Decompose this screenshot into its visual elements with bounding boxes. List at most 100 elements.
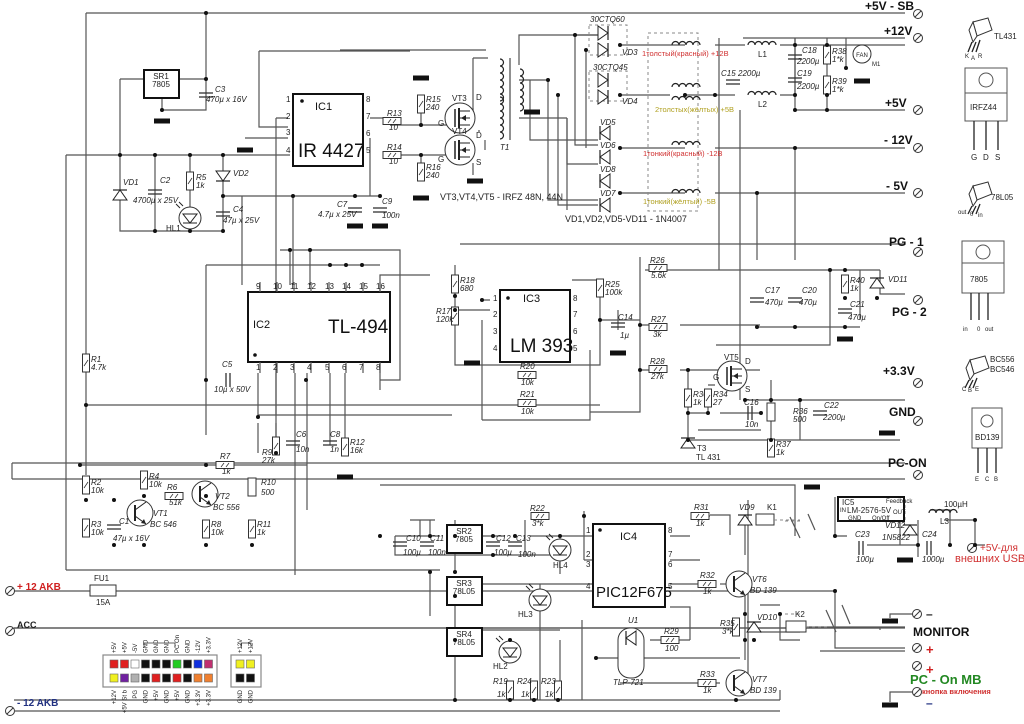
svg-text:–: – xyxy=(926,696,933,710)
svg-text:R6: R6 xyxy=(167,483,178,492)
svg-text:C18: C18 xyxy=(802,46,817,55)
svg-text:VT3,VT4,VT5 - IRFZ 48N, 44N: VT3,VT4,VT5 - IRFZ 48N, 44N xyxy=(440,192,563,202)
junction-dot xyxy=(188,153,192,157)
svg-text:IC3: IC3 xyxy=(523,293,540,305)
svg-text:470µ x 16V: 470µ x 16V xyxy=(206,95,247,104)
svg-text:10: 10 xyxy=(389,123,398,132)
svg-text:10n: 10n xyxy=(296,445,310,454)
svg-text:100n: 100n xyxy=(382,211,400,220)
junction-dot xyxy=(84,498,88,502)
svg-text:L2: L2 xyxy=(758,100,767,109)
svg-text:VD1: VD1 xyxy=(123,178,139,187)
svg-text:100µ: 100µ xyxy=(403,548,421,557)
svg-text:6: 6 xyxy=(366,129,371,138)
svg-text:out: out xyxy=(958,210,967,216)
svg-text:VD10: VD10 xyxy=(757,613,778,622)
svg-text:R15: R15 xyxy=(426,95,441,104)
svg-text:R19: R19 xyxy=(493,677,508,686)
svg-text:7: 7 xyxy=(366,112,371,121)
svg-text:1k: 1k xyxy=(850,284,859,293)
atx-pin xyxy=(246,673,255,683)
svg-text:7: 7 xyxy=(573,310,578,319)
svg-text:4700µ x 25V: 4700µ x 25V xyxy=(133,196,179,205)
svg-text:U1: U1 xyxy=(628,616,638,625)
svg-text:R40: R40 xyxy=(850,276,865,285)
svg-text:4.7k: 4.7k xyxy=(91,363,107,372)
junction-dot xyxy=(204,378,208,382)
svg-text:C13: C13 xyxy=(516,534,531,543)
svg-text:R10: R10 xyxy=(261,478,276,487)
svg-text:IC1: IC1 xyxy=(315,101,332,113)
svg-text:VD5: VD5 xyxy=(600,118,616,127)
junction-dot xyxy=(221,153,225,157)
svg-text:G: G xyxy=(713,373,719,382)
junction-dot xyxy=(843,325,847,329)
svg-text:IC4: IC4 xyxy=(620,531,637,543)
atx-pin xyxy=(162,673,171,683)
svg-text:+12V: +12V xyxy=(884,24,912,38)
svg-text:2200µ: 2200µ xyxy=(796,57,820,66)
svg-text:1: 1 xyxy=(493,294,498,303)
junction-dot xyxy=(328,263,332,267)
junction-dot xyxy=(453,570,457,574)
junction-dot xyxy=(221,194,225,198)
svg-text:VT2: VT2 xyxy=(215,492,230,501)
svg-text:8: 8 xyxy=(366,95,371,104)
svg-text:VD12: VD12 xyxy=(885,521,906,530)
junction-dot xyxy=(378,194,382,198)
junction-dot xyxy=(584,48,588,52)
ic4-pic12f675: IC4 PIC12F675 1 2 3 4 8 7 6 5 xyxy=(586,523,673,608)
junction-dot xyxy=(843,268,847,272)
junction-dot xyxy=(508,638,512,642)
svg-text:VD3: VD3 xyxy=(622,48,638,57)
svg-text:1k: 1k xyxy=(696,519,705,528)
svg-text:51k: 51k xyxy=(169,498,183,507)
svg-text:R35: R35 xyxy=(720,619,735,628)
junction-dot xyxy=(598,318,602,322)
svg-text:5: 5 xyxy=(668,582,673,591)
junction-dot xyxy=(843,296,847,300)
svg-text:L1: L1 xyxy=(758,50,767,59)
junction-dot xyxy=(798,398,802,402)
junction-dot xyxy=(828,268,832,272)
svg-text:C3: C3 xyxy=(215,85,226,94)
svg-text:C23: C23 xyxy=(855,530,870,539)
svg-text:PG - 1: PG - 1 xyxy=(889,235,924,249)
ic2-pin-label: 16 xyxy=(376,282,385,291)
svg-text:VT1: VT1 xyxy=(153,509,168,518)
svg-text:500: 500 xyxy=(261,488,275,497)
svg-text:–: – xyxy=(926,607,933,621)
atx-pin xyxy=(151,659,161,669)
svg-text:VD11: VD11 xyxy=(888,275,907,284)
atx-pin xyxy=(183,673,192,683)
svg-text:ACC: ACC xyxy=(17,620,37,630)
svg-text:78L05: 78L05 xyxy=(991,193,1014,202)
svg-text:PC-ON: PC-ON xyxy=(888,456,927,470)
svg-text:120k: 120k xyxy=(436,315,454,324)
junction-dot xyxy=(793,108,797,112)
svg-text:HL4: HL4 xyxy=(553,561,568,570)
svg-text:27k: 27k xyxy=(261,456,276,465)
junction-dot xyxy=(188,229,192,233)
junction-dot xyxy=(916,543,920,547)
svg-text:5.6k: 5.6k xyxy=(651,271,667,280)
svg-text:R21: R21 xyxy=(520,390,535,399)
regulator-sr2: SR2 7805 xyxy=(446,524,483,554)
svg-text:HL2: HL2 xyxy=(493,662,508,671)
atx-pin-label: PG xyxy=(133,690,139,699)
svg-text:IR 4427: IR 4427 xyxy=(298,141,365,162)
svg-text:SR4: SR4 xyxy=(456,630,472,639)
svg-text:C11: C11 xyxy=(430,534,444,543)
pinout-78l05: 78L05 out 0 in xyxy=(958,181,1014,219)
svg-text:30CTQ45: 30CTQ45 xyxy=(593,63,628,72)
svg-text:C5: C5 xyxy=(222,360,233,369)
svg-text:10k: 10k xyxy=(149,480,163,489)
svg-text:7805: 7805 xyxy=(970,275,988,284)
svg-text:PC - On MB: PC - On MB xyxy=(910,672,982,687)
svg-text:500: 500 xyxy=(793,415,807,424)
svg-text:FU1: FU1 xyxy=(94,574,110,583)
svg-text:C9: C9 xyxy=(382,197,393,206)
pinout-irfz44: IRFZ44 G D S xyxy=(964,67,1008,162)
